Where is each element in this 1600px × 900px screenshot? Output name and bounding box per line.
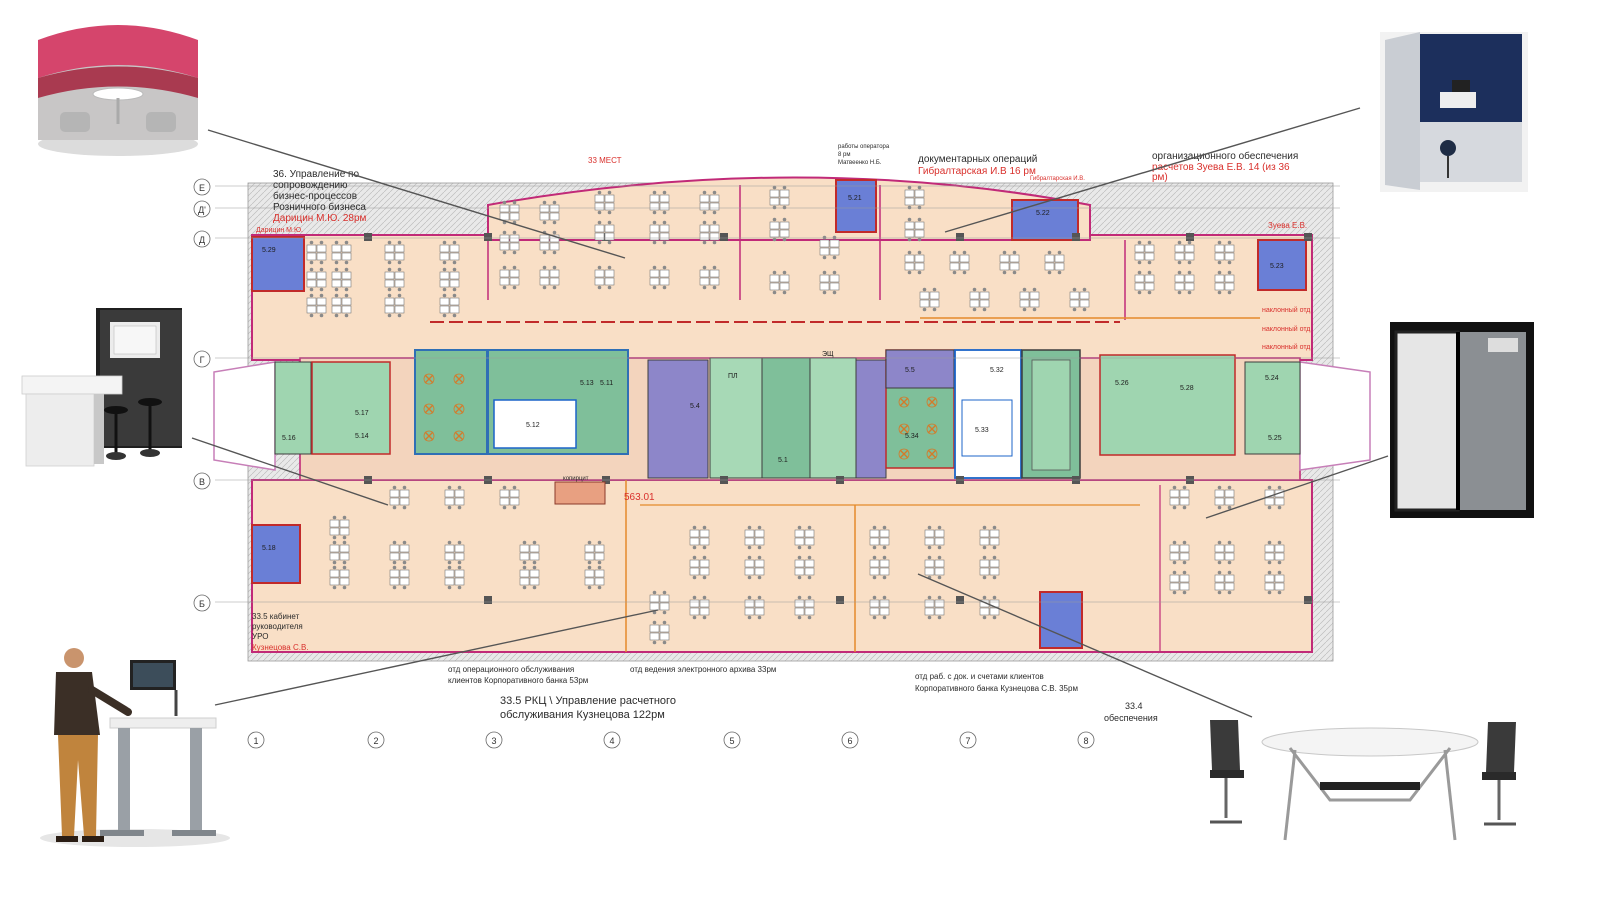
grid-axes (215, 185, 1340, 603)
room-label: 5.22 (1036, 210, 1050, 217)
room-label: 5.28 (1180, 385, 1194, 392)
room-label: 5.32 (990, 367, 1004, 374)
zone-corner-label: Дарицин М.Ю. (256, 227, 303, 234)
room-label: 5.1 (778, 457, 788, 464)
floor-plan (213, 176, 1371, 662)
grid-row-label: В (199, 477, 205, 487)
side-note: наклонный отд (1262, 306, 1310, 314)
zone-small-label: 8 рм (838, 152, 850, 158)
room-label: 5.4 (690, 403, 700, 410)
high-back-booth-icon (1380, 32, 1528, 192)
grid-column-label: 2 (373, 736, 378, 746)
room-label: ПЛ (728, 373, 738, 380)
zone-label-person: Кузнецова С.В. (252, 643, 309, 652)
zone-label-person: Дарицин М.Ю. 28рм (273, 213, 367, 224)
zone-corner-label: Гибралтарская И.В. (1030, 176, 1085, 182)
grid-column-label: 4 (609, 736, 614, 746)
room-label: 5.26 (1115, 380, 1129, 387)
meeting-table-icon (1210, 720, 1516, 841)
room-label: ЭЩ (822, 351, 834, 358)
grid-row-label: Д (199, 235, 205, 245)
zone-small-label: Матвеенко Н.Б. (838, 160, 882, 166)
zone-label-line: обеспечения (1104, 713, 1158, 723)
grid-column-label: 6 (847, 736, 852, 746)
room-label: 5.14 (355, 433, 369, 440)
room-label: 5.17 (355, 410, 369, 417)
side-note: наклонный отд (1262, 343, 1310, 351)
zone-label-line: отд раб. с док. и счетами клиентов (915, 672, 1044, 681)
grid-column-label: 3 (491, 736, 496, 746)
grid-row-label: Е (199, 183, 205, 193)
grid-column-label: 5 (729, 736, 734, 746)
grid-column-markers: 1 2 3 4 5 6 7 8 (247, 731, 1095, 749)
zone-label-person: Гибралтарская И.В 16 рм (918, 165, 1036, 177)
zone-label-line: организационного обеспечения (1152, 150, 1298, 162)
room-label: 5.16 (282, 435, 296, 442)
leader-lines (191, 107, 1389, 718)
zone-label-line: отд операционного обслуживания (448, 665, 574, 674)
room-labels: 5.29 5.21 5.22 5.23 5.13 5.12 5.11 5.4 5… (262, 195, 1284, 552)
grid-column-label: 8 (1083, 736, 1088, 746)
zone-corner-label: Зуева Е.В. (1268, 221, 1307, 230)
zone-seats-label: 33 МЕСТ (588, 156, 622, 165)
zone-label-person: обслуживания Кузнецова 122рм (500, 709, 665, 721)
zone-small-label: работы оператора (838, 144, 890, 150)
grid-column-label: 7 (965, 736, 970, 746)
room-label: 5.34 (905, 433, 919, 440)
grid-row-label: Б (199, 599, 205, 609)
zone-label-line: 33.4 (1125, 701, 1143, 711)
standing-desk-person-icon (40, 648, 230, 847)
room-label: 5.18 (262, 545, 276, 552)
zone-label-line: отд ведения электронного архива 33рм (630, 665, 776, 674)
zone-label-line: УРО (252, 632, 268, 641)
grid-row-label: Д' (198, 205, 206, 215)
room-label: 5.33 (975, 427, 989, 434)
booth-sofa-icon (38, 25, 198, 156)
plan-annotations: 36. Управление по сопровождению бизнес-п… (252, 144, 1310, 723)
side-note: наклонный отд (1262, 325, 1310, 333)
room-label: 5.12 (526, 422, 540, 429)
room-label: 5.23 (1270, 263, 1284, 270)
zone-label-line: сопровождению (273, 180, 348, 191)
zone-label-line: Розничного бизнеса (273, 201, 366, 213)
room-label: 5.24 (1265, 375, 1279, 382)
zone-label-line: клиентов Корпоративного банка 53рм (448, 676, 588, 685)
zone-label-line: бизнес-процессов (273, 190, 357, 202)
zone-label-line: 36. Управление по (273, 169, 359, 180)
area-label: 563.01 (624, 492, 655, 503)
zone-label-person: рм) (1152, 172, 1168, 183)
zone-label-person: Корпоративного банка Кузнецова С.В. 35рм (915, 684, 1078, 693)
phone-pod-icon (1390, 322, 1534, 518)
grid-row-markers: Е Д' Д Г В Б (193, 178, 211, 612)
zone-label-line: документарных операций (918, 154, 1037, 165)
zone-label-line: 33.5 кабинет (252, 612, 300, 621)
standing-desk-booth-icon (21, 308, 182, 467)
zone-label-line: 33.5 РКЦ \ Управление расчетного (500, 695, 676, 707)
room-label: 5.5 (905, 367, 915, 374)
kitchen-label: копирцит (563, 476, 589, 482)
room-label: 5.25 (1268, 435, 1282, 442)
grid-row-label: Г (200, 355, 205, 365)
room-label: 5.11 (600, 380, 613, 387)
room-label: 5.21 (848, 195, 862, 202)
room-label: 5.13 (580, 380, 594, 387)
room-label: 5.29 (262, 247, 276, 254)
grid-column-label: 1 (253, 736, 258, 746)
zone-label-person: расчетов Зуева Е.В. 14 (из 36 (1152, 162, 1290, 173)
zone-label-line: руководителя (252, 622, 303, 631)
